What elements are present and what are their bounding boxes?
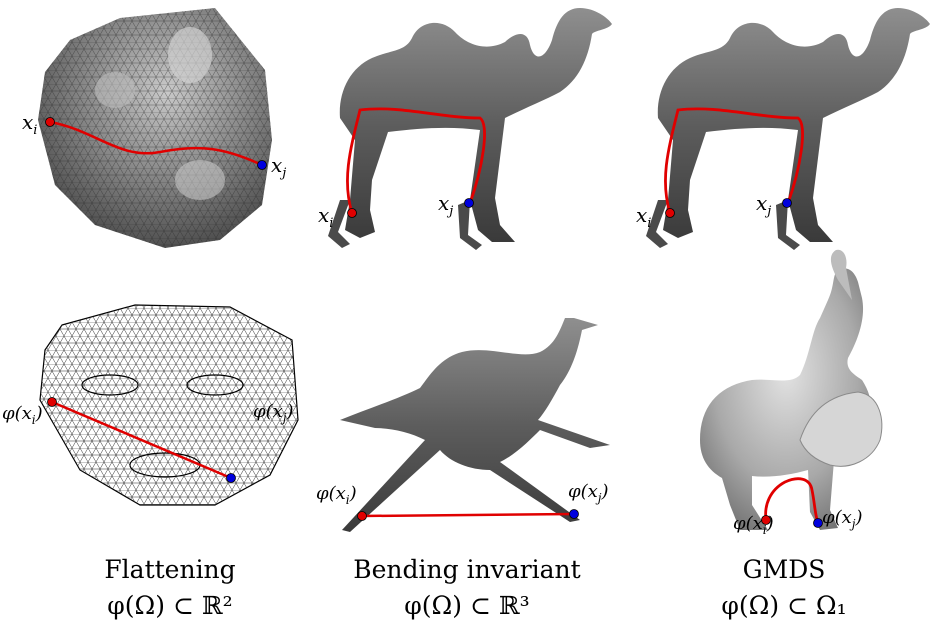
geodesic-path xyxy=(664,107,804,214)
geodesic-path xyxy=(346,107,486,214)
point-xi xyxy=(665,208,675,218)
flat-eye-right xyxy=(186,374,244,396)
camel-front-leg xyxy=(458,200,482,250)
bending-invariant-panel: φ(xi) φ(xj) xyxy=(316,318,610,532)
label-xj: xj xyxy=(271,153,286,181)
point-xj xyxy=(226,473,236,483)
point-xi xyxy=(45,117,55,127)
geodesic-path xyxy=(49,120,263,167)
geodesic-path xyxy=(764,477,820,524)
label-phi-xj: φ(xj) xyxy=(568,481,609,505)
camel-body xyxy=(339,8,612,242)
camel-panel-a: xi xj xyxy=(318,8,612,250)
point-xi xyxy=(357,511,367,521)
caption-title: Bending invariant xyxy=(353,555,581,584)
face-cheek-highlight xyxy=(95,72,135,108)
elephant-ear xyxy=(799,391,883,467)
caption-flattening: Flattening φ(Ω) ⊂ ℝ² xyxy=(20,552,320,624)
label-phi-xi: φ(xi) xyxy=(2,403,43,427)
label-xi: xi xyxy=(318,203,333,231)
flat-mesh-lines xyxy=(40,305,298,505)
label-phi-xi: φ(xi) xyxy=(316,483,357,507)
label-xi: xi xyxy=(636,203,651,231)
camel-body xyxy=(657,8,930,242)
caption-title: Flattening xyxy=(104,555,236,584)
label-xj: xj xyxy=(756,191,771,219)
point-xj xyxy=(569,509,579,519)
label-phi-xi: φ(xi) xyxy=(733,513,774,537)
point-xi xyxy=(761,515,771,525)
euclidean-path xyxy=(51,400,232,480)
camel-front-leg xyxy=(776,200,800,250)
point-xj xyxy=(257,160,267,170)
camel-panel-b: xi xj xyxy=(636,8,930,250)
point-xi xyxy=(347,208,357,218)
face-chin-highlight xyxy=(175,160,225,200)
label-xi: xi xyxy=(22,110,37,138)
point-xj xyxy=(782,198,792,208)
caption-math: φ(Ω) ⊂ ℝ² xyxy=(107,591,233,620)
caption-gmds: GMDS φ(Ω) ⊂ Ω₁ xyxy=(634,552,934,624)
face-surface-panel: xi xj xyxy=(22,8,286,248)
elephant-trunk xyxy=(830,249,852,300)
flattening-panel: φ(xi) φ(xj) xyxy=(2,304,299,506)
caption-bending-invariant: Bending invariant φ(Ω) ⊂ ℝ³ xyxy=(317,552,617,624)
flat-eye-left xyxy=(81,374,139,396)
face-nose-highlight xyxy=(168,27,212,83)
gmds-panel: φ(xi) φ(xj) xyxy=(700,249,883,537)
bent-camel-body xyxy=(340,318,610,532)
camel-hind-leg xyxy=(328,200,350,248)
label-phi-xj: φ(xj) xyxy=(253,401,294,425)
label-xj: xj xyxy=(438,191,453,219)
point-xi xyxy=(47,397,57,407)
point-xj xyxy=(813,518,823,528)
euclidean-path xyxy=(361,512,575,518)
point-xj xyxy=(464,198,474,208)
camel-hind-leg xyxy=(646,200,668,248)
label-phi-xj: φ(xj) xyxy=(822,507,863,531)
caption-math: φ(Ω) ⊂ Ω₁ xyxy=(721,591,847,620)
caption-math: φ(Ω) ⊂ ℝ³ xyxy=(404,591,530,620)
caption-title: GMDS xyxy=(742,555,826,584)
